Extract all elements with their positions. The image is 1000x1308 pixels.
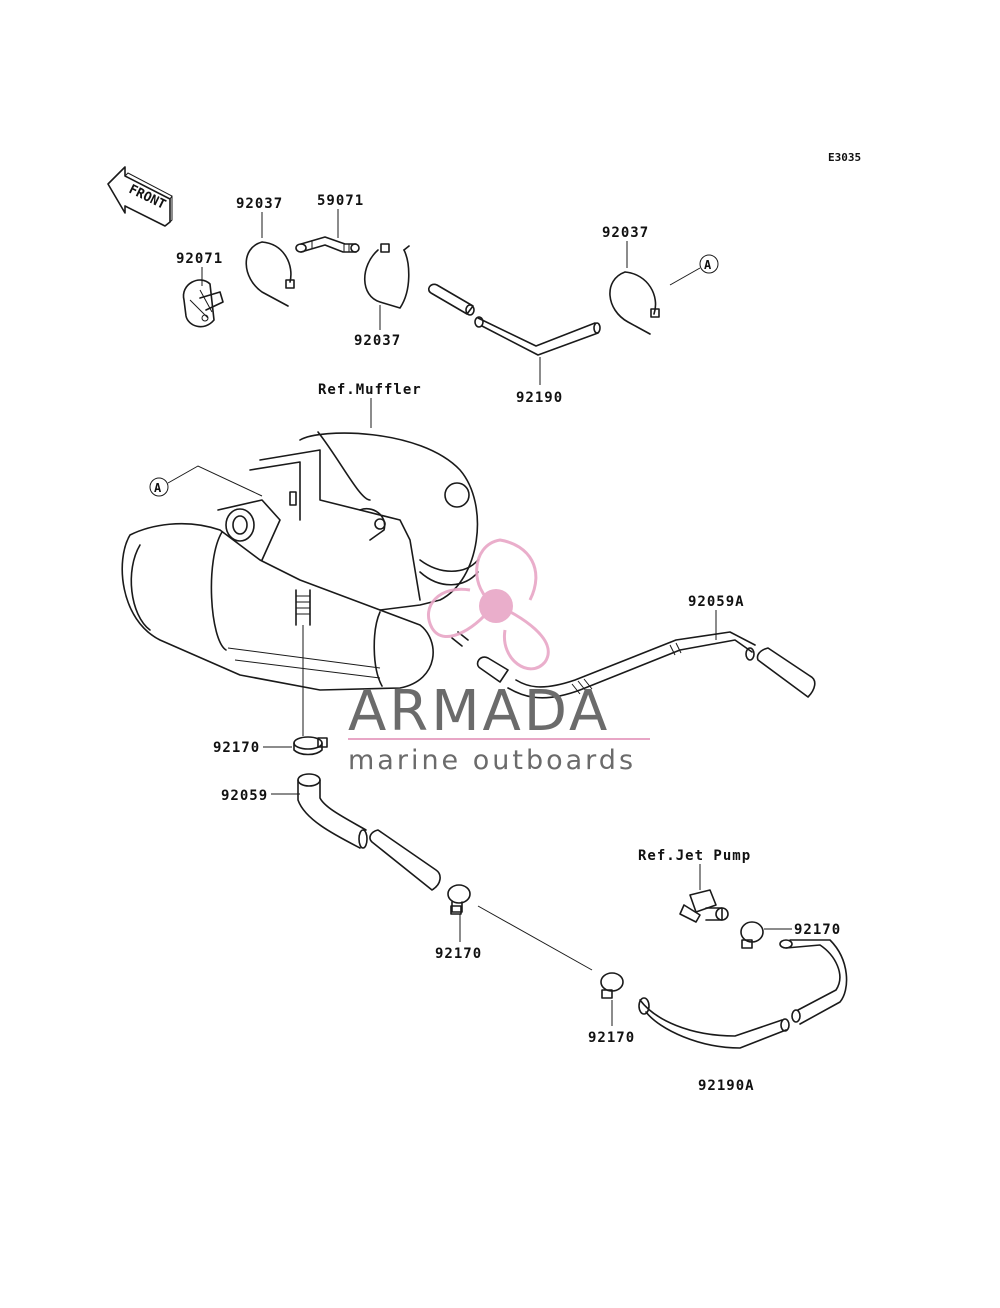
watermark-underline xyxy=(348,738,650,740)
front-arrow-icon: FRONT xyxy=(107,166,173,227)
hose-92059 xyxy=(297,773,441,891)
part-label-92170-right: 92170 xyxy=(794,922,841,938)
hose-92190a xyxy=(638,939,848,1049)
watermark-tagline: marine outboards xyxy=(348,745,636,776)
jet-pump-fitting xyxy=(679,889,729,923)
hose-92190 xyxy=(428,283,601,356)
plug-92071 xyxy=(182,279,224,328)
clamp-92037-left xyxy=(245,241,295,307)
part-label-59071: 59071 xyxy=(317,193,364,209)
part-label-92071: 92071 xyxy=(176,251,223,267)
part-label-92170-mid-left: 92170 xyxy=(435,946,482,962)
diagram-code: E3035 xyxy=(828,151,861,164)
part-label-92059: 92059 xyxy=(221,788,268,804)
part-label-92190a: 92190A xyxy=(698,1078,755,1094)
hose-92059a xyxy=(476,631,816,699)
clamp-92037-right xyxy=(609,271,660,335)
callout-a-top: A xyxy=(669,254,719,286)
callout-a-muffler: A xyxy=(149,465,263,497)
part-label-92059a: 92059A xyxy=(688,594,745,610)
part-label-92037-right: 92037 xyxy=(602,225,649,241)
clamp-92170-upper xyxy=(293,736,328,756)
fitting-59071 xyxy=(295,236,360,253)
part-label-92037-top-left: 92037 xyxy=(236,196,283,212)
callout-a-top-letter: A xyxy=(704,258,712,272)
clamp-92170-lower xyxy=(600,972,624,999)
part-label-92190: 92190 xyxy=(516,390,563,406)
ref-muffler-label: Ref.Muffler xyxy=(318,382,422,398)
clamp-92037-middle xyxy=(364,243,410,309)
callout-a-muffler-letter: A xyxy=(154,481,162,495)
clamp-92170-mid-left xyxy=(447,884,471,915)
part-label-92170-upper: 92170 xyxy=(213,740,260,756)
armada-logo-icon xyxy=(426,538,550,671)
part-label-92170-lower: 92170 xyxy=(588,1030,635,1046)
watermark-brand: ARMADA xyxy=(348,679,610,744)
part-label-92037-bottom: 92037 xyxy=(354,333,401,349)
ref-jet-pump-label: Ref.Jet Pump xyxy=(638,848,751,864)
muffler xyxy=(121,431,479,691)
clamp-92170-right xyxy=(740,921,764,949)
